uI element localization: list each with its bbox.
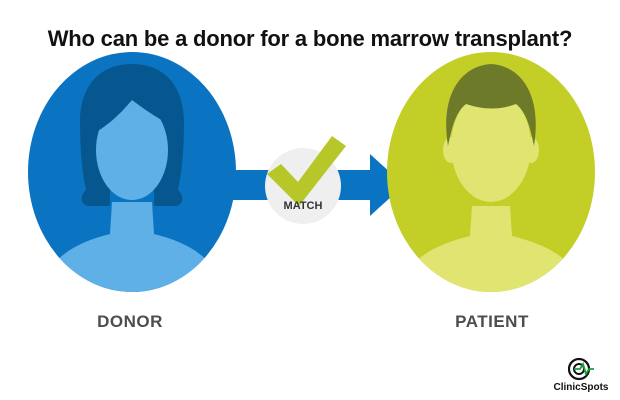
- donor-face: [96, 100, 168, 200]
- donor-fringe: [96, 92, 170, 132]
- donor-label: DONOR: [97, 312, 163, 331]
- check-icon: [267, 136, 346, 206]
- patient-body: [396, 206, 586, 292]
- patient-hair: [446, 64, 536, 146]
- match-label: MATCH: [283, 200, 323, 212]
- patient-avatar: [387, 52, 595, 292]
- brand-mark: ClinicSpots: [548, 356, 614, 396]
- clinicspots-logo-icon: [568, 357, 594, 381]
- page-title: Who can be a donor for a bone marrow tra…: [47, 26, 573, 51]
- patient-face: [451, 90, 531, 202]
- donor-avatar: [28, 52, 236, 292]
- patient-label: PATIENT: [455, 312, 529, 331]
- match-badge: [265, 136, 346, 224]
- donor-body: [38, 202, 226, 292]
- brand-name: ClinicSpots: [553, 382, 609, 393]
